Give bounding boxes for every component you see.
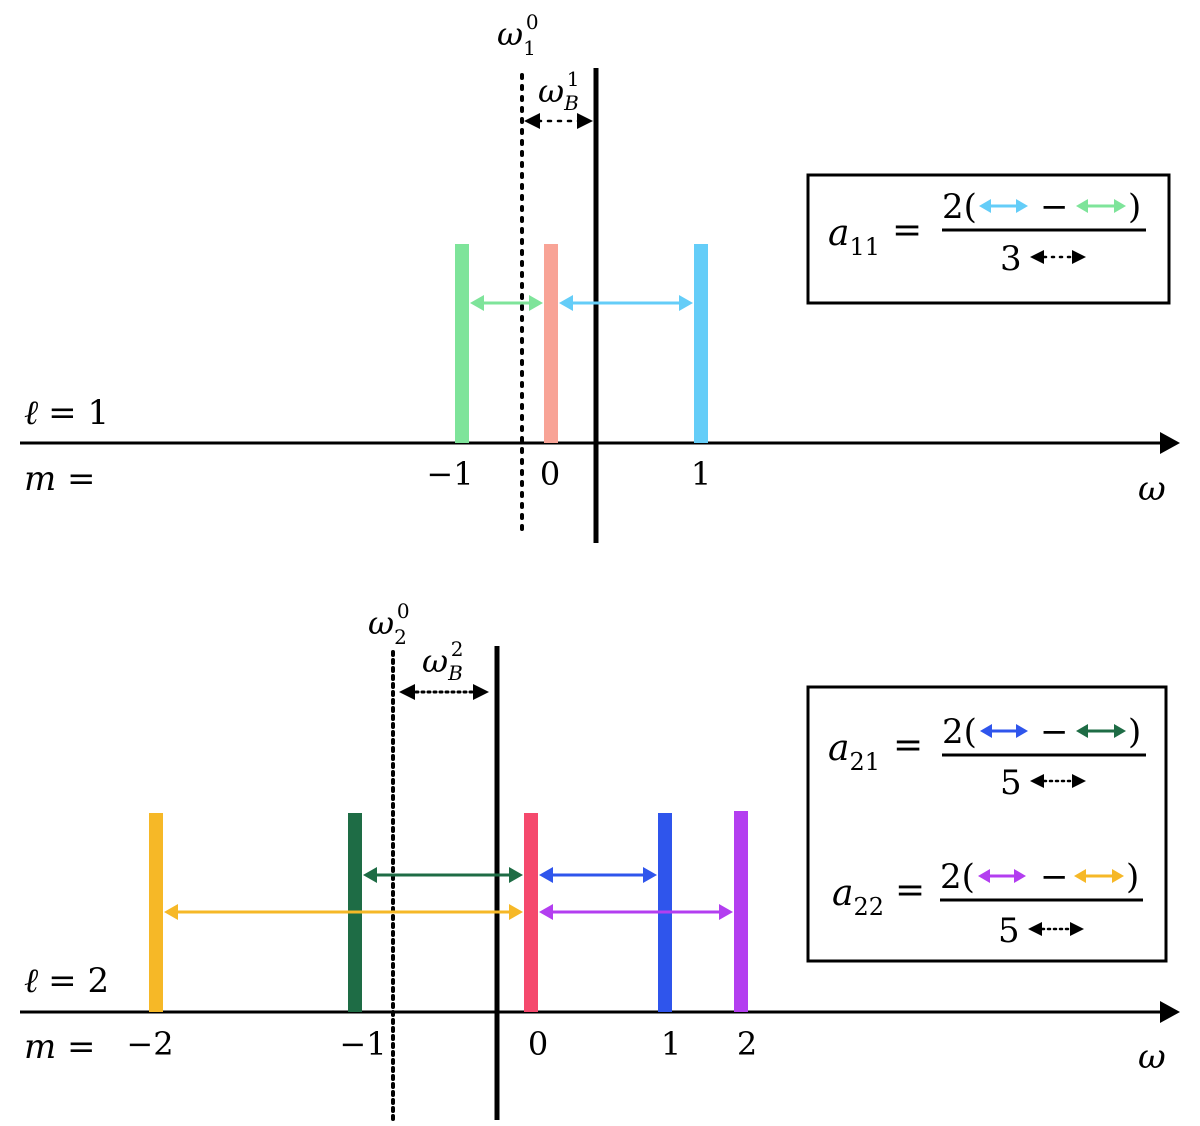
top-tick-m0: 0 <box>540 455 560 493</box>
top-formula-arrow-dotted <box>1030 250 1086 264</box>
bottom-formula1-eq: = <box>893 725 923 766</box>
bottom-formula1-num-close: ) <box>1128 712 1141 752</box>
top-formula-minus: − <box>1040 187 1069 227</box>
top-omega-axis-label: ω <box>1138 469 1166 509</box>
bottom-omega-axis-arrowhead <box>1160 1001 1180 1023</box>
top-formula-box: a11 = 2( − ) 3 <box>806 173 1171 305</box>
top-omegaB-label: ωB1 <box>538 67 580 115</box>
bottom-formula2-arrow-orange <box>1074 869 1124 883</box>
top-formula-arrow-green <box>1076 199 1126 213</box>
bottom-omega-axis-label: ω <box>1138 1037 1166 1077</box>
bottom-arrow-m0-to-m2 <box>539 904 733 920</box>
bottom-omega0-label: ω20 <box>368 599 410 649</box>
top-formula-lhs: a11 <box>828 213 880 261</box>
top-tick-m-minus1: −1 <box>426 455 473 493</box>
top-formula-num-open: 2( <box>942 187 977 227</box>
bottom-formula2-eq: = <box>895 870 925 911</box>
bottom-formula2-num-close: ) <box>1126 857 1139 897</box>
bottom-formula1-lhs: a21 <box>828 728 880 776</box>
top-bar-m0 <box>544 244 558 443</box>
bottom-tick-m-minus2: −2 <box>126 1025 173 1063</box>
bottom-tick-m1: 1 <box>661 1025 681 1063</box>
top-omegaB-arrowhead-right <box>577 113 593 129</box>
bottom-tick-m0: 0 <box>528 1025 548 1063</box>
bottom-l-label: ℓ= 2 <box>24 961 109 1001</box>
top-m-label: m = <box>24 459 96 499</box>
top-tick-m1: 1 <box>691 455 711 493</box>
bottom-bar-m-minus2 <box>149 813 163 1012</box>
bottom-formula2-num-open: 2( <box>940 857 975 897</box>
bottom-omegaB-label: ωB2 <box>422 637 464 685</box>
top-l-label: ℓ= 1 <box>24 393 109 433</box>
top-omega-axis-arrowhead <box>1160 432 1180 454</box>
top-formula-arrow-blue <box>979 199 1028 213</box>
bottom-omegaB-arrowhead-right <box>473 684 489 700</box>
top-omega0-label: ω10 <box>497 10 539 60</box>
bottom-bar-m0 <box>524 813 538 1012</box>
top-arrow-m0-to-m1 <box>559 295 693 311</box>
bottom-formula2-minus: − <box>1040 857 1069 897</box>
top-panel: ω10 ωB1 ℓ= 1 m = ω −1 0 1 a11 = 2( − <box>20 10 1180 543</box>
top-formula-eq: = <box>892 210 922 251</box>
bottom-m-label: m = <box>24 1027 96 1067</box>
bottom-formula1-arrow-blue <box>980 724 1028 738</box>
bottom-formula1-num-open: 2( <box>942 712 977 752</box>
bottom-arrow-m0-to-m-minus2 <box>164 904 523 920</box>
bottom-bar-m2 <box>734 811 748 1012</box>
bottom-arrow-m0-to-m1 <box>539 867 657 883</box>
bottom-arrow-m0-to-m-minus1 <box>363 867 523 883</box>
bottom-formula1-arrow-dotted <box>1030 774 1086 788</box>
bottom-formula-box: a21 = 2( − ) 5 <box>806 685 1168 963</box>
bottom-formula2-arrow-purple <box>978 869 1026 883</box>
top-omegaB-arrowhead-left <box>524 113 540 129</box>
bottom-formula1-arrow-darkgreen <box>1076 724 1126 738</box>
bottom-formula2-den: 5 <box>998 911 1020 951</box>
bottom-formula2-arrow-dotted <box>1028 922 1084 936</box>
top-bar-m1 <box>694 244 708 443</box>
bottom-formula1-minus: − <box>1040 712 1069 752</box>
bottom-formula1-den: 5 <box>1000 763 1022 803</box>
top-formula-num-close: ) <box>1128 187 1141 227</box>
top-formula-den: 3 <box>1000 239 1022 279</box>
bottom-tick-m-minus1: −1 <box>339 1025 386 1063</box>
top-arrow-m0-to-m-minus1 <box>470 295 543 311</box>
bottom-formula2-lhs: a22 <box>832 873 884 921</box>
bottom-tick-m2: 2 <box>737 1025 757 1063</box>
bottom-panel: ω20 ωB2 ℓ= 2 m = ω −2 −1 0 1 2 a21 = 2( <box>20 599 1180 1122</box>
bottom-omegaB-arrowhead-left <box>399 684 415 700</box>
top-bar-m-minus1 <box>455 244 469 443</box>
